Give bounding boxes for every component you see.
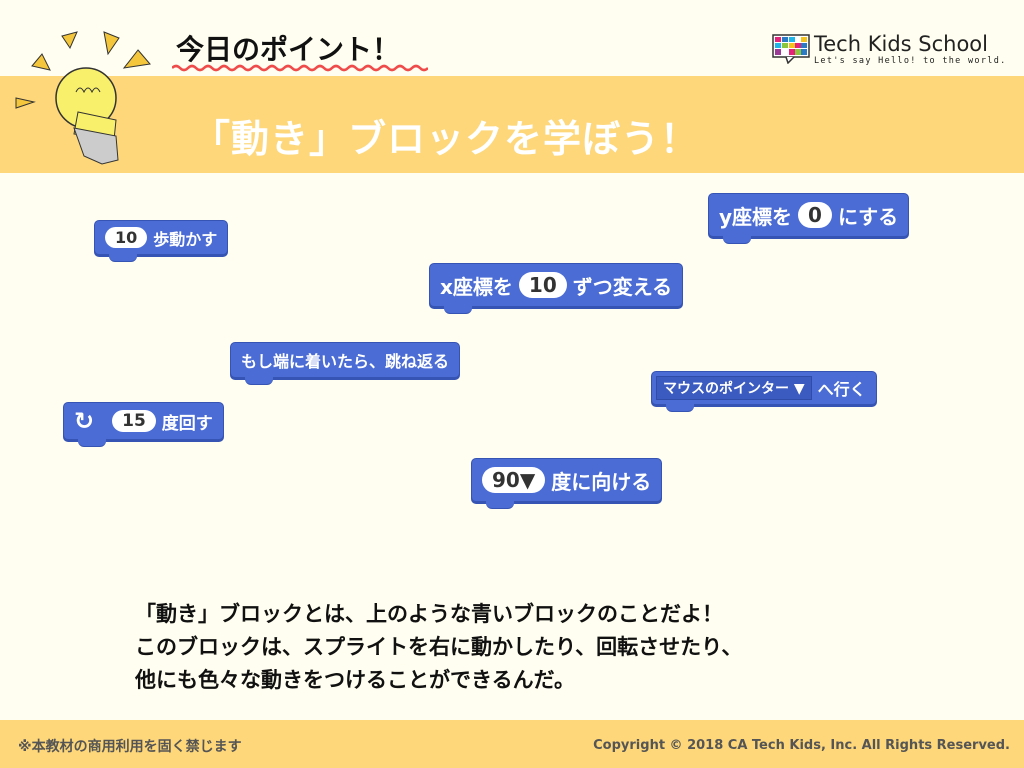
target-dropdown[interactable]: マウスのポインター ▼ xyxy=(656,376,812,400)
footer: ※本教材の商用利用を固く禁じます Copyright © 2018 CA Tec… xyxy=(0,720,1024,768)
description: 「動き」ブロックとは、上のような青いブロックのことだよ！ このブロックは、スプラ… xyxy=(135,598,742,697)
page-title: 「動き」ブロックを学ぼう！ xyxy=(192,117,700,161)
turn-block[interactable]: ↻ 15 度回す xyxy=(63,402,224,447)
todays-point-label: 今日のポイント！ xyxy=(176,33,401,66)
set-y-block[interactable]: y座標を 0 にする xyxy=(708,193,910,244)
move-steps-block[interactable]: 10 歩動かす xyxy=(94,220,229,262)
usage-notice: ※本教材の商用利用を固く禁じます xyxy=(18,739,242,755)
steps-input[interactable]: 10 xyxy=(105,227,148,248)
degrees-input[interactable]: 15 xyxy=(112,410,156,432)
block-label: にする xyxy=(837,204,899,229)
block-prefix: x座標を xyxy=(440,274,513,299)
direction-dropdown[interactable]: 90▼ xyxy=(482,467,546,493)
title-band xyxy=(0,76,1024,173)
y-input[interactable]: 0 xyxy=(798,202,832,228)
block-label: もし端に着いたら、跳ね返る xyxy=(241,352,450,371)
block-label: 度に向ける xyxy=(551,469,652,494)
bounce-on-edge-block[interactable]: もし端に着いたら、跳ね返る xyxy=(230,342,461,385)
rotate-clockwise-icon: ↻ xyxy=(74,407,95,435)
description-line: 他にも色々な動きをつけることができるんだ。 xyxy=(135,668,575,692)
logo-tagline: Let's say Hello! to the world. xyxy=(814,56,1007,66)
block-label: 歩動かす xyxy=(153,229,218,249)
point-direction-block[interactable]: 90▼ 度に向ける xyxy=(471,458,663,509)
lightbulb-icon xyxy=(15,31,151,165)
description-line: このブロックは、スプライトを右に動かしたり、回転させたり、 xyxy=(135,635,743,659)
block-label: 度回す xyxy=(161,413,213,434)
logo-mosaic-icon xyxy=(772,34,810,65)
block-prefix: y座標を xyxy=(719,204,793,229)
wavy-underline xyxy=(172,64,428,72)
tech-kids-school-logo: Tech Kids School Let's say Hello! to the… xyxy=(772,32,1005,68)
description-line: 「動き」ブロックとは、上のような青いブロックのことだよ！ xyxy=(135,602,723,626)
copyright: Copyright © 2018 CA Tech Kids, Inc. All … xyxy=(593,738,1010,753)
x-change-input[interactable]: 10 xyxy=(518,272,567,298)
block-label: ずつ変える xyxy=(572,274,673,299)
logo-name: Tech Kids School xyxy=(814,32,988,56)
change-x-block[interactable]: x座標を 10 ずつ変える xyxy=(429,263,684,314)
block-label: へ行く xyxy=(817,380,866,399)
go-to-block[interactable]: マウスのポインター ▼ へ行く xyxy=(651,371,877,412)
